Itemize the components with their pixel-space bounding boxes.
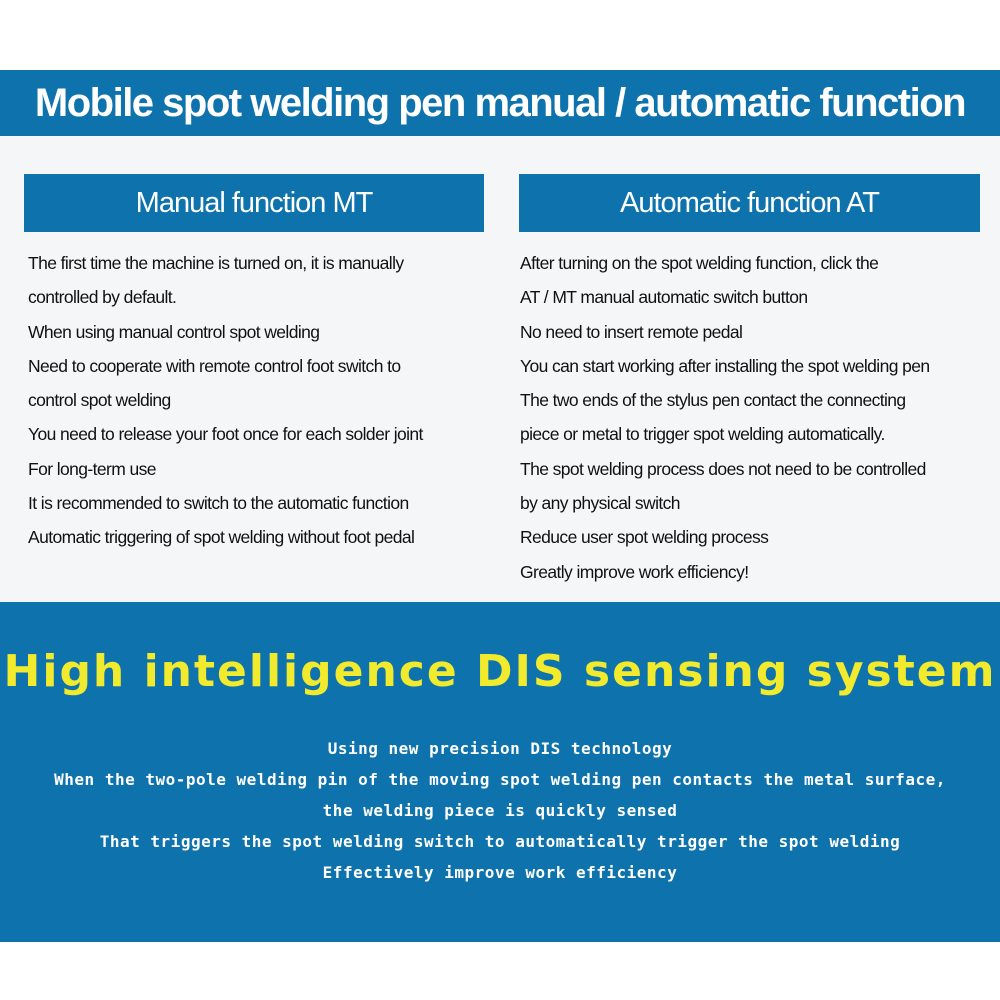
function-comparison-panel: Manual function MT Automatic function AT… bbox=[0, 136, 1000, 602]
manual-line: You need to release your foot once for e… bbox=[28, 424, 423, 445]
automatic-line: After turning on the spot welding functi… bbox=[520, 253, 879, 273]
manual-line: For long-term use bbox=[28, 458, 157, 479]
manual-function-heading: Manual function MT bbox=[24, 174, 484, 232]
sensing-system-section: High intelligence DIS sensing system Usi… bbox=[0, 602, 1000, 942]
sensing-system-heading: High intelligence DIS sensing system bbox=[3, 646, 997, 697]
automatic-line: The spot welding process does not need t… bbox=[520, 458, 926, 479]
automatic-line: Greatly improve work efficiency! bbox=[520, 561, 749, 582]
sensing-line: When the two-pole welding pin of the mov… bbox=[54, 770, 946, 789]
automatic-function-description: After turning on the spot welding functi… bbox=[520, 246, 998, 589]
manual-line: Automatic triggering of spot welding wit… bbox=[28, 527, 415, 548]
automatic-line: Reduce user spot welding process bbox=[520, 527, 769, 548]
sensing-system-description: Using new precision DIS technology When … bbox=[0, 733, 1000, 888]
sensing-line: That triggers the spot welding switch to… bbox=[99, 832, 901, 851]
manual-line: When using manual control spot welding bbox=[28, 321, 320, 342]
manual-line: control spot welding bbox=[28, 390, 171, 411]
automatic-line: by any physical switch bbox=[520, 493, 681, 514]
sensing-line: Using new precision DIS technology bbox=[327, 739, 673, 758]
automatic-line: The two ends of the stylus pen contact t… bbox=[520, 390, 906, 411]
manual-line: The first time the machine is turned on,… bbox=[28, 253, 404, 273]
manual-function-description: The first time the machine is turned on,… bbox=[28, 246, 498, 555]
automatic-function-heading: Automatic function AT bbox=[519, 174, 980, 232]
automatic-line: piece or metal to trigger spot welding a… bbox=[520, 424, 885, 445]
sensing-line: Effectively improve work efficiency bbox=[322, 863, 678, 882]
manual-line: It is recommended to switch to the autom… bbox=[28, 493, 409, 514]
automatic-line: No need to insert remote pedal bbox=[520, 321, 743, 342]
manual-line: controlled by default. bbox=[28, 287, 177, 308]
title-banner: Mobile spot welding pen manual / automat… bbox=[0, 70, 1000, 136]
page-title: Mobile spot welding pen manual / automat… bbox=[34, 80, 967, 125]
manual-line: Need to cooperate with remote control fo… bbox=[28, 355, 401, 376]
sensing-line: the welding piece is quickly sensed bbox=[322, 801, 678, 820]
automatic-line: You can start working after installing t… bbox=[520, 355, 930, 376]
automatic-line: AT / MT manual automatic switch button bbox=[520, 287, 808, 308]
